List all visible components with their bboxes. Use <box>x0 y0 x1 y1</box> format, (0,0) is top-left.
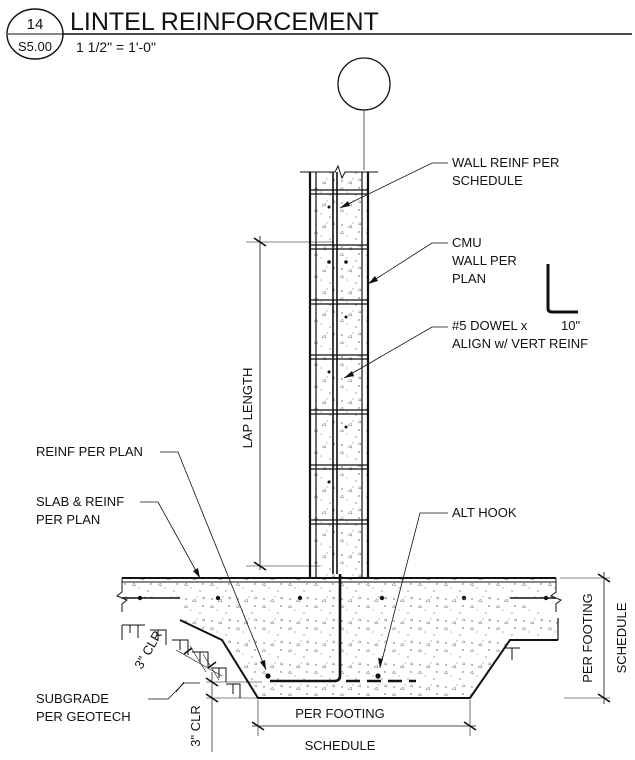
title-block: 14 S5.00 LINTEL REINFORCEMENT 1 1/2" = 1… <box>6 8 632 60</box>
note-subgrade: SUBGRADE PER GEOTECH <box>36 681 200 724</box>
note-dowel-length: 10" <box>561 318 580 333</box>
clear-bottom-label: 3" CLR <box>188 705 203 746</box>
note-wall-reinf-line2: SCHEDULE <box>452 173 523 188</box>
note-dowel-line2: ALIGN w/ VERT REINF <box>452 336 588 351</box>
footing-width-label-1: PER FOOTING <box>295 706 385 721</box>
footing-fill <box>180 598 558 698</box>
wall-horizontal-reinf-dots <box>327 205 348 484</box>
note-cmu-line3: PLAN <box>452 271 486 286</box>
grid-line-marker <box>337 57 391 170</box>
detail-title: LINTEL REINFORCEMENT <box>70 8 379 36</box>
note-reinf-per-plan-text: REINF PER PLAN <box>36 444 143 459</box>
footing-width-dimension: PER FOOTING SCHEDULE <box>251 700 477 753</box>
note-wall-reinf-line1: WALL REINF PER <box>452 155 559 170</box>
slab-break-left <box>116 578 128 612</box>
note-subgrade-line1: SUBGRADE <box>36 691 109 706</box>
note-cmu: CMU WALL PER PLAN <box>367 235 517 286</box>
lap-length-dimension: LAP LENGTH <box>240 236 334 571</box>
note-reinf-per-plan: REINF PER PLAN <box>36 444 267 671</box>
note-wall-reinf: WALL REINF PER SCHEDULE <box>339 155 559 209</box>
note-cmu-line2: WALL PER <box>452 253 517 268</box>
dowel-hook-symbol <box>546 264 578 314</box>
subgrade-hatch <box>121 624 520 698</box>
note-alt-hook: ALT HOOK <box>378 505 517 669</box>
note-alt-hook-text: ALT HOOK <box>452 505 517 520</box>
note-slab: SLAB & REINF PER PLAN <box>36 494 201 579</box>
cmu-bed-joints <box>310 189 368 525</box>
dowel-bar <box>270 574 342 683</box>
footing-rebar-dots <box>265 673 381 679</box>
note-dowel-line1: #5 DOWEL x <box>452 318 528 333</box>
lap-length-label: LAP LENGTH <box>240 368 255 449</box>
footing-depth-label-1: PER FOOTING <box>580 593 595 683</box>
clear-side-label: 3" CLR <box>131 628 165 671</box>
footing <box>179 574 559 699</box>
clear-cover-bottom: 3" CLR <box>188 672 262 752</box>
cmu-wall <box>300 164 378 578</box>
cmu-wall-fill <box>310 172 368 578</box>
cmu-break-line <box>300 164 378 180</box>
footing-width-label-2: SCHEDULE <box>305 738 376 753</box>
note-subgrade-line2: PER GEOTECH <box>36 709 131 724</box>
footing-depth-dimension: PER FOOTING SCHEDULE <box>560 572 629 704</box>
note-dowel: #5 DOWEL x 10" ALIGN w/ VERT REINF <box>343 318 588 379</box>
detail-scale: 1 1/2" = 1'-0" <box>76 39 156 55</box>
note-slab-line2: PER PLAN <box>36 512 100 527</box>
detail-number: 14 <box>27 16 44 33</box>
note-slab-line1: SLAB & REINF <box>36 494 124 509</box>
footing-depth-label-2: SCHEDULE <box>614 602 629 673</box>
grid-bubble <box>337 57 391 111</box>
sheet-number: S5.00 <box>18 39 52 54</box>
footing-outline <box>179 619 558 699</box>
slab-break-right <box>550 578 562 612</box>
note-cmu-line1: CMU <box>452 235 482 250</box>
